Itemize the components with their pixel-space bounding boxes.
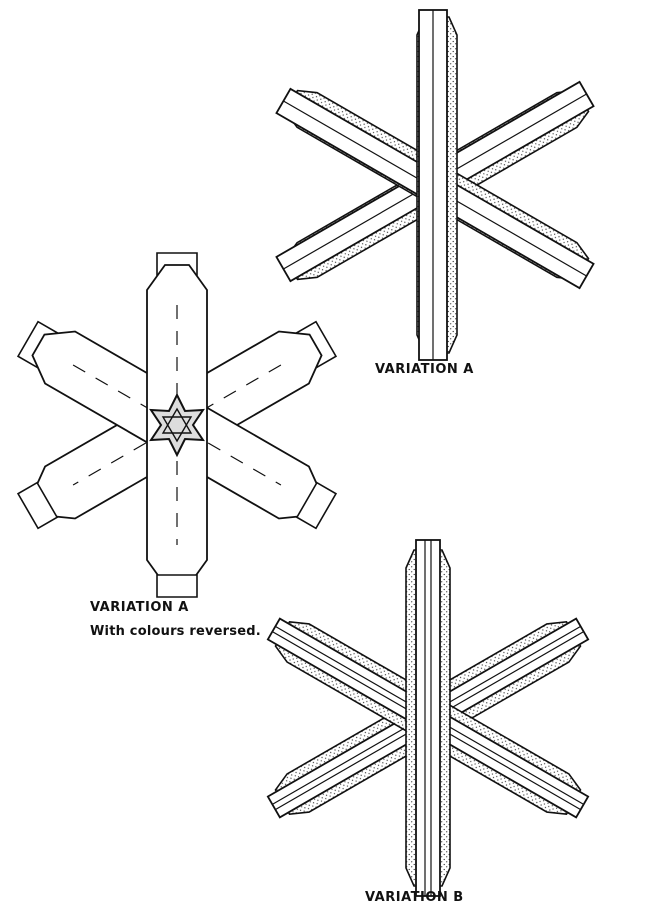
caption-note: With colours reversed. <box>90 624 261 639</box>
snowflake-variation-a-reversed <box>12 252 342 598</box>
caption-variation-a-reversed: VARIATION A <box>90 600 189 615</box>
center-star-motif <box>149 392 205 458</box>
snowflake-variation-b <box>261 539 595 897</box>
caption-variation-b: VARIATION B <box>365 890 464 905</box>
caption-variation-a: VARIATION A <box>375 362 474 377</box>
snowflake-variation-a <box>274 9 600 361</box>
